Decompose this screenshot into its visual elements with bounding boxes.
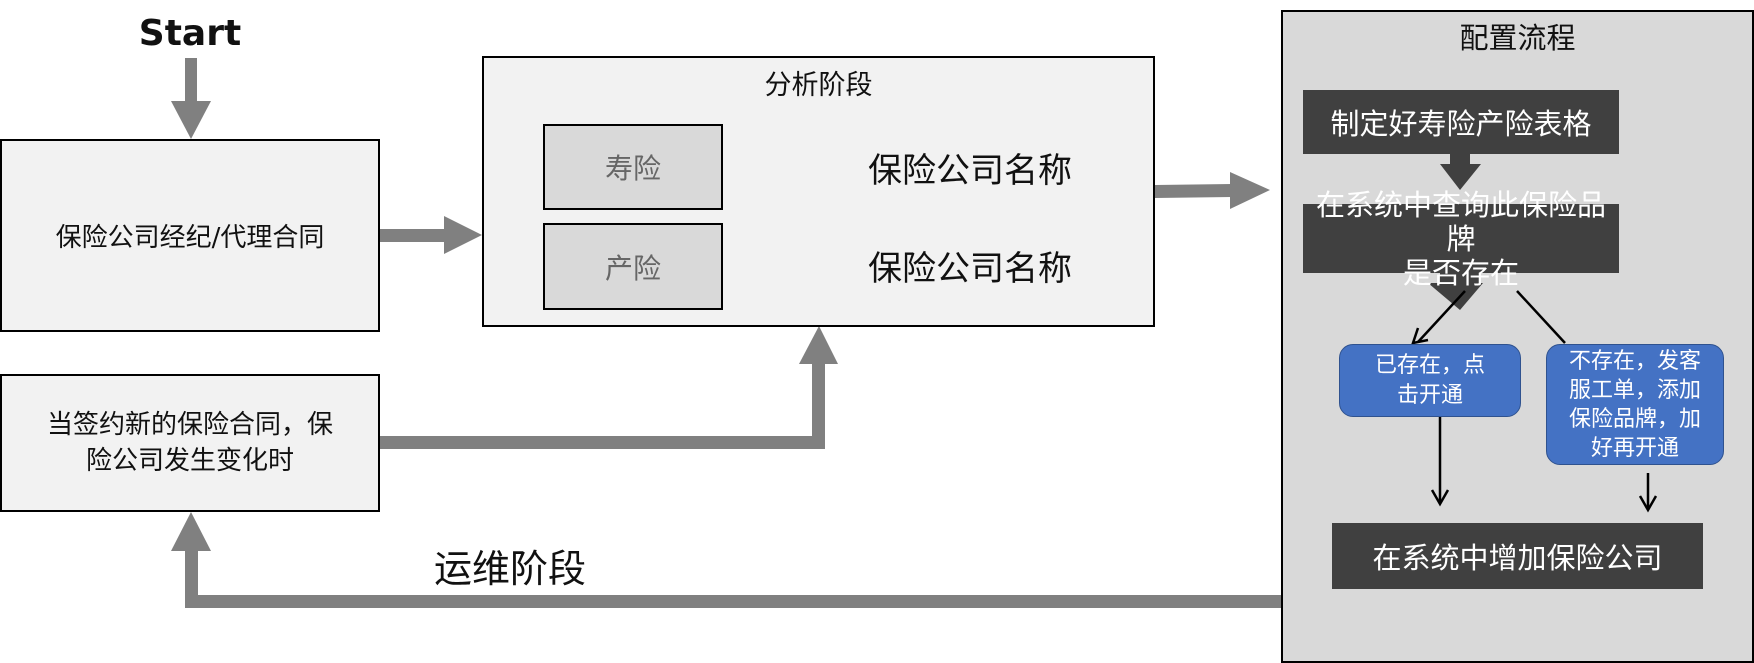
branch-not-exists-line2: 服工单，添加 [1568, 377, 1701, 403]
branch-not-exists-box[interactable]: 不存在，发客 服工单，添加 保险品牌，加 好再开通 [1546, 344, 1724, 465]
change-box-line2: 险公司发生变化时 [85, 446, 294, 476]
life-insurance-box[interactable]: 寿险 [543, 124, 723, 210]
analysis-stage-title: 分析阶段 [764, 69, 873, 101]
life-insurance-label: 寿险 [604, 152, 661, 185]
property-insurance-label: 产险 [604, 251, 661, 285]
change-to-analysis-arrow [380, 326, 838, 449]
config-step-add-company[interactable]: 在系统中增加保险公司 [1332, 523, 1703, 589]
analysis-to-config-arrow [1155, 172, 1270, 209]
contract-to-analysis-arrow [380, 216, 482, 254]
step2-down-arrow [1428, 272, 1483, 310]
start-label: Start [138, 12, 242, 54]
property-insurance-target: 保险公司名称 [868, 248, 1072, 289]
contract-box-label: 保险公司经纪/代理合同 [55, 223, 325, 253]
config-step-prepare-table-label: 制定好寿险产险表格 [1330, 107, 1592, 141]
config-step-prepare-table[interactable]: 制定好寿险产险表格 [1303, 90, 1619, 154]
maintenance-loop-arrow [171, 512, 1282, 608]
config-step-query-brand-line1: 在系统中查询此保险品牌 [1315, 187, 1606, 256]
life-insurance-target: 保险公司名称 [868, 150, 1072, 191]
maintenance-stage-label: 运维阶段 [433, 546, 586, 591]
branch-exists-box[interactable]: 已存在，点 击开通 [1339, 344, 1521, 417]
branch-exists-line2: 击开通 [1396, 382, 1463, 408]
change-box-line1: 当签约新的保险合同，保 [46, 410, 333, 440]
to-branch-yes-arrow [1411, 290, 1466, 345]
branch-no-to-final-arrow [1638, 473, 1658, 513]
contract-box[interactable]: 保险公司经纪/代理合同 [0, 139, 380, 332]
change-box[interactable]: 当签约新的保险合同，保 险公司发生变化时 [0, 374, 380, 512]
start-arrow [171, 58, 211, 139]
step1-to-step2-arrow [1440, 154, 1481, 190]
config-process-title: 配置流程 [1459, 21, 1576, 55]
branch-not-exists-line4: 好再开通 [1590, 435, 1679, 461]
branch-yes-to-final-arrow [1430, 417, 1450, 507]
branch-not-exists-line3: 保险品牌，加 [1568, 406, 1701, 432]
branch-not-exists-line1: 不存在，发客 [1568, 348, 1701, 374]
config-step-query-brand-line2: 是否存在 [1402, 255, 1519, 290]
config-step-query-brand[interactable]: 在系统中查询此保险品牌 是否存在 [1303, 188, 1619, 290]
to-branch-no-arrow [1516, 290, 1566, 344]
property-insurance-box[interactable]: 产险 [543, 223, 723, 310]
branch-exists-line1: 已存在，点 [1374, 352, 1485, 378]
config-step-add-company-label: 在系统中增加保险公司 [1372, 541, 1663, 575]
